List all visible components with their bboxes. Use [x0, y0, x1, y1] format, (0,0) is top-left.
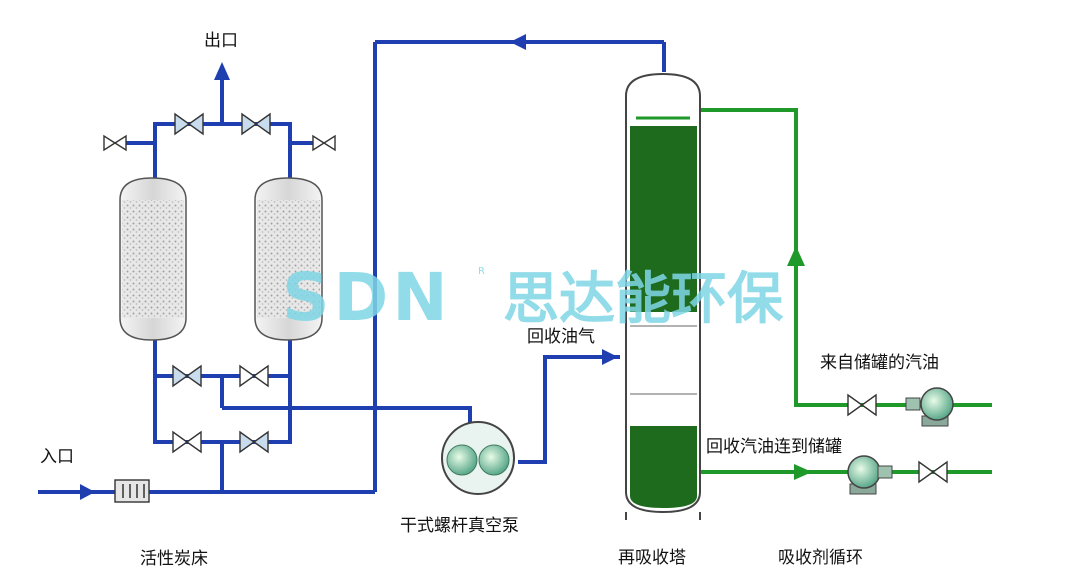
watermark-company: 思达能环保: [503, 267, 784, 332]
inlet-filter-icon: [114, 479, 150, 503]
to-tank-label: 回收汽油连到储罐: [706, 437, 842, 457]
vacuum-pump-label: 干式螺杆真空泵: [400, 516, 519, 536]
gasoline-return-pump-icon: [847, 455, 893, 495]
valve-icon: [174, 112, 204, 136]
carbon-bed-left: [119, 177, 187, 341]
carbon-bed-label: 活性炭床: [140, 549, 208, 569]
from-tank-label: 来自储罐的汽油: [820, 353, 939, 373]
green-arrows: [787, 246, 812, 480]
watermark-logo: SDN: [282, 259, 452, 336]
watermark: SDN R 思达能环保: [282, 259, 784, 336]
reabsorption-tower: [625, 72, 701, 520]
valve-icon: [918, 460, 948, 484]
gasoline-supply-pump-icon: [905, 387, 954, 427]
watermark-registered-mark: R: [478, 266, 485, 277]
blue-arrows: [80, 34, 618, 500]
valve-icon: [239, 430, 269, 454]
valve-icon: [103, 134, 127, 152]
valves: [103, 112, 948, 484]
valve-icon: [847, 393, 877, 417]
valve-icon: [241, 112, 271, 136]
absorbent-loop-label: 吸收剂循环: [778, 548, 863, 568]
reabsorption-tower-label: 再吸收塔: [618, 548, 686, 568]
valve-icon: [239, 364, 269, 388]
carbon-bed-right: [254, 177, 323, 341]
valve-icon: [172, 430, 202, 454]
recovered-vapor-label: 回收油气: [527, 327, 595, 347]
valve-icon: [172, 364, 202, 388]
valve-icon: [312, 134, 336, 152]
inlet-label: 入口: [40, 447, 74, 467]
vacuum-pump-icon: [441, 421, 515, 495]
outlet-label: 出口: [204, 31, 238, 51]
